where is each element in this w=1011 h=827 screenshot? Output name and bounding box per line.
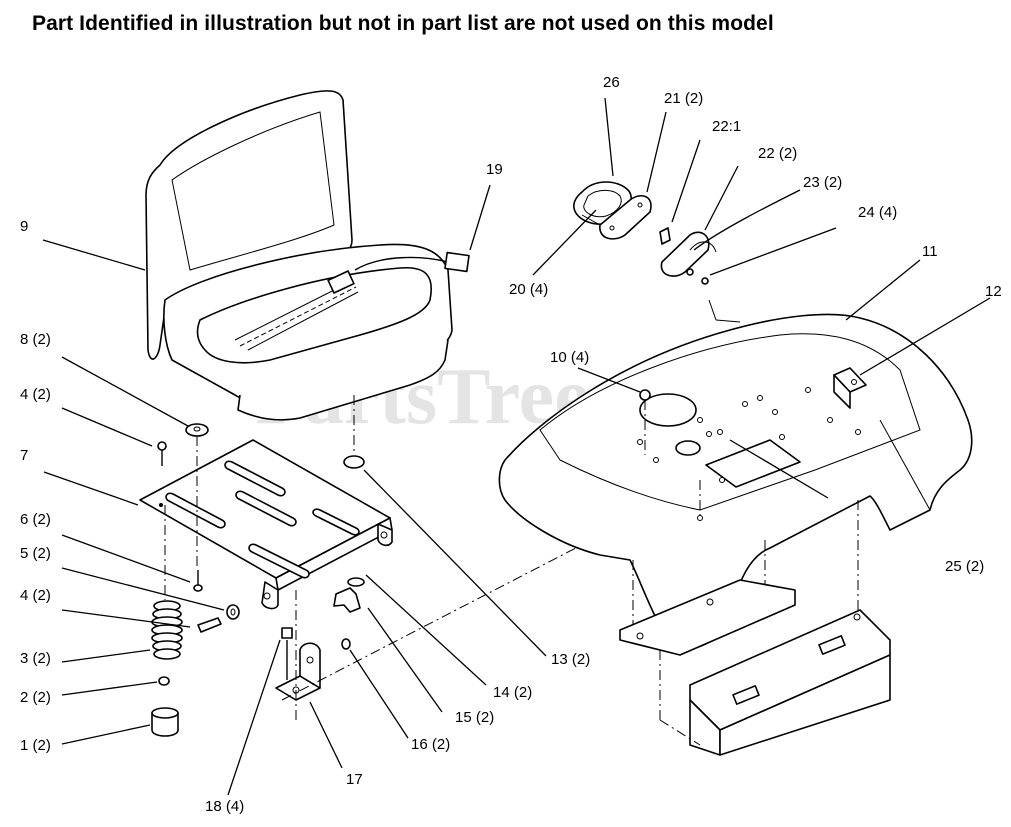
- callout-15: 15 (2): [455, 709, 495, 726]
- seat-part-9: [145, 90, 470, 421]
- callout-21: 21 (2): [664, 90, 704, 107]
- fender-part-11: [498, 299, 973, 650]
- lamp-assembly: [573, 181, 717, 285]
- callout-1: 1 (2): [20, 737, 51, 754]
- bracket-part-17: [275, 519, 631, 720]
- callout-8: 8 (2): [20, 331, 51, 348]
- callout-18: 18 (4): [205, 798, 245, 815]
- diagram-title: Part Identified in illustration but not …: [32, 12, 774, 35]
- callout-22: 22 (2): [758, 145, 798, 162]
- callout-11: 11: [922, 243, 938, 260]
- callout-20: 20 (4): [509, 281, 549, 298]
- callout-6: 6 (2): [20, 511, 51, 528]
- callout-16: 16 (2): [411, 736, 451, 753]
- callout-23: 23 (2): [803, 174, 843, 191]
- callout-7: 7: [20, 447, 29, 464]
- callout-4-upper: 4 (2): [20, 386, 51, 403]
- callout-14: 14 (2): [493, 684, 533, 701]
- callout-leaders: [42, 97, 991, 796]
- callout-2: 2 (2): [20, 689, 51, 706]
- seat-plate-part-7: [139, 439, 393, 610]
- callout-26: 26: [603, 74, 620, 91]
- callout-3: 3 (2): [20, 650, 51, 667]
- callout-24: 24 (4): [858, 204, 898, 221]
- mount-brackets-part-25: [619, 579, 891, 756]
- callout-19: 19: [486, 161, 503, 178]
- callout-10: 10 (4): [550, 349, 590, 366]
- callout-5: 5 (2): [20, 545, 51, 562]
- callout-12: 12: [985, 283, 1002, 300]
- callout-13: 13 (2): [551, 651, 591, 668]
- callout-4-lower: 4 (2): [20, 587, 51, 604]
- callout-25: 25 (2): [945, 558, 985, 575]
- callout-17: 17: [346, 771, 363, 788]
- callout-9: 9: [20, 218, 29, 235]
- callout-22-1: 22:1: [712, 118, 742, 135]
